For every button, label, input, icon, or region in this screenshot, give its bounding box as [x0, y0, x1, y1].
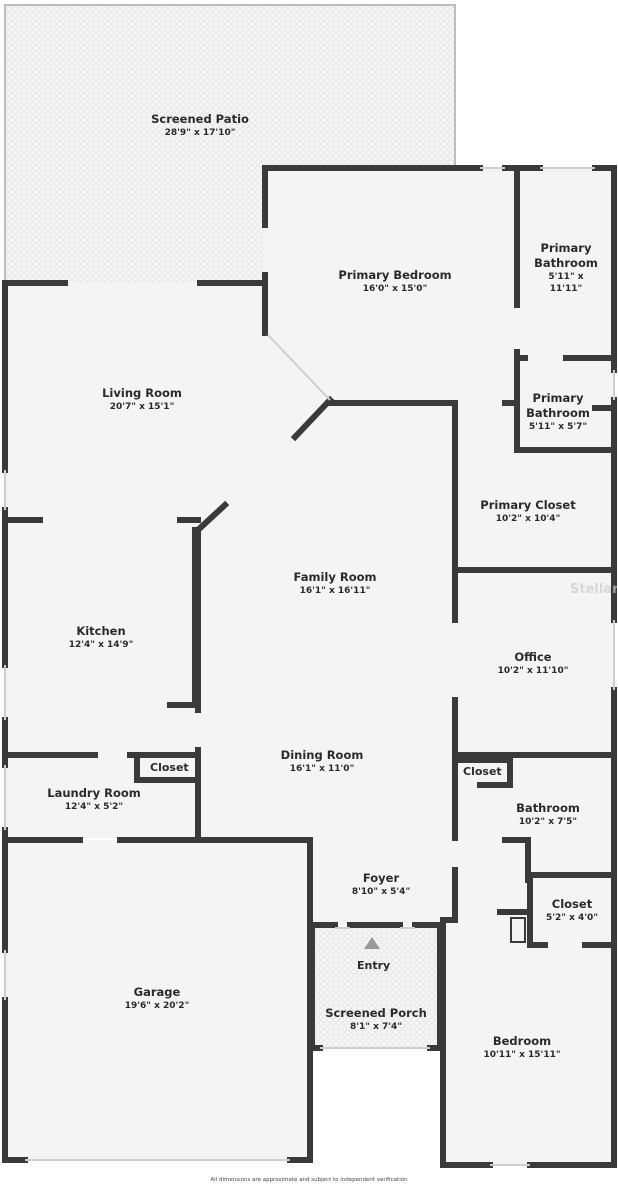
room-dining-room: Dining Room 16'1" x 11'0" — [281, 748, 364, 775]
room-laundry-room: Laundry Room 12'4" x 5'2" — [47, 786, 141, 813]
room-bathroom: Bathroom 10'2" x 7'5" — [516, 801, 580, 828]
room-dims: 20'7" x 15'1" — [109, 402, 175, 412]
patio-screen — [4, 4, 456, 283]
room-dims: 16'0" x 15'0" — [362, 284, 428, 294]
room-name: Garage — [133, 985, 181, 999]
closet-bath-label: Closet — [463, 765, 502, 778]
room-name: Screened Porch — [325, 1006, 427, 1020]
room-name: Kitchen — [76, 624, 126, 638]
closet-laundry-label: Closet — [150, 761, 189, 774]
room-foyer: Foyer 8'10" x 5'4" — [352, 871, 410, 898]
room-dims: 5'11" x 5'7" — [528, 422, 588, 432]
garage-floor — [5, 840, 310, 1160]
room-name: Office — [514, 650, 552, 664]
room-dims: 16'1" x 11'0" — [289, 764, 355, 774]
room-primary-bedroom: Primary Bedroom 16'0" x 15'0" — [338, 268, 451, 295]
room-name: Primary Bathroom — [526, 391, 590, 420]
room-name: Closet — [551, 897, 593, 911]
room-garage: Garage 19'6" x 20'2" — [125, 985, 190, 1012]
room-name: Family Room — [293, 570, 377, 584]
room-bedroom: Bedroom 10'11" x 15'11" — [483, 1034, 560, 1061]
room-dims: 10'2" x 10'4" — [495, 514, 561, 524]
room-name: Screened Patio — [151, 112, 249, 126]
room-dims: 8'10" x 5'4" — [351, 887, 411, 897]
room-name: Bathroom — [516, 801, 580, 815]
room-office: Office 10'2" x 11'10" — [498, 650, 569, 677]
room-name: Primary Bedroom — [338, 268, 452, 282]
room-name: Laundry Room — [47, 786, 141, 800]
room-screened-patio: Screened Patio 28'9" x 17'10" — [151, 112, 249, 139]
room-name: Foyer — [362, 871, 400, 885]
room-dims: 19'6" x 20'2" — [124, 1001, 190, 1011]
room-dims: 28'9" x 17'10" — [164, 128, 236, 138]
room-name: Living Room — [102, 386, 182, 400]
room-dims: 10'2" x 7'5" — [518, 817, 578, 827]
room-dims: 8'1" x 7'4" — [349, 1022, 403, 1032]
chimney-hatch — [510, 917, 526, 943]
footer-disclaimer: All dimensions are approximate and subje… — [210, 1177, 408, 1183]
entry-label: Entry — [357, 959, 391, 972]
watermark: Stellar — [570, 582, 618, 597]
room-dims: 5'2" x 4'0" — [545, 913, 599, 923]
room-dims: 12'4" x 5'2" — [64, 802, 124, 812]
room-name: Primary Bathroom — [534, 241, 598, 270]
room-closet: Closet 5'2" x 4'0" — [546, 897, 598, 924]
room-dims: 10'2" x 11'10" — [497, 666, 569, 676]
room-dims: 12'4" x 14'9" — [68, 640, 134, 650]
room-dims: 10'11" x 15'11" — [483, 1050, 561, 1060]
room-name: Bedroom — [492, 1034, 552, 1048]
windows — [4, 167, 615, 1166]
room-name: Dining Room — [280, 748, 364, 762]
room-screened-porch: Screened Porch 8'1" x 7'4" — [325, 1006, 427, 1033]
room-primary-closet: Primary Closet 10'2" x 10'4" — [480, 498, 575, 525]
walls — [2, 165, 617, 1168]
entry-arrow-icon — [364, 937, 380, 949]
room-primary-bathroom-2: Primary Bathroom 5'11" x 5'7" — [523, 391, 593, 433]
room-family-room: Family Room 16'1" x 16'11" — [294, 570, 377, 597]
room-kitchen: Kitchen 12'4" x 14'9" — [69, 624, 134, 651]
interior-floor — [5, 168, 614, 1165]
room-name: Primary Closet — [480, 498, 576, 512]
room-dims: 5'11" x 11'11" — [548, 272, 584, 294]
room-dims: 16'1" x 16'11" — [299, 586, 371, 596]
room-living-room: Living Room 20'7" x 15'1" — [102, 386, 182, 413]
